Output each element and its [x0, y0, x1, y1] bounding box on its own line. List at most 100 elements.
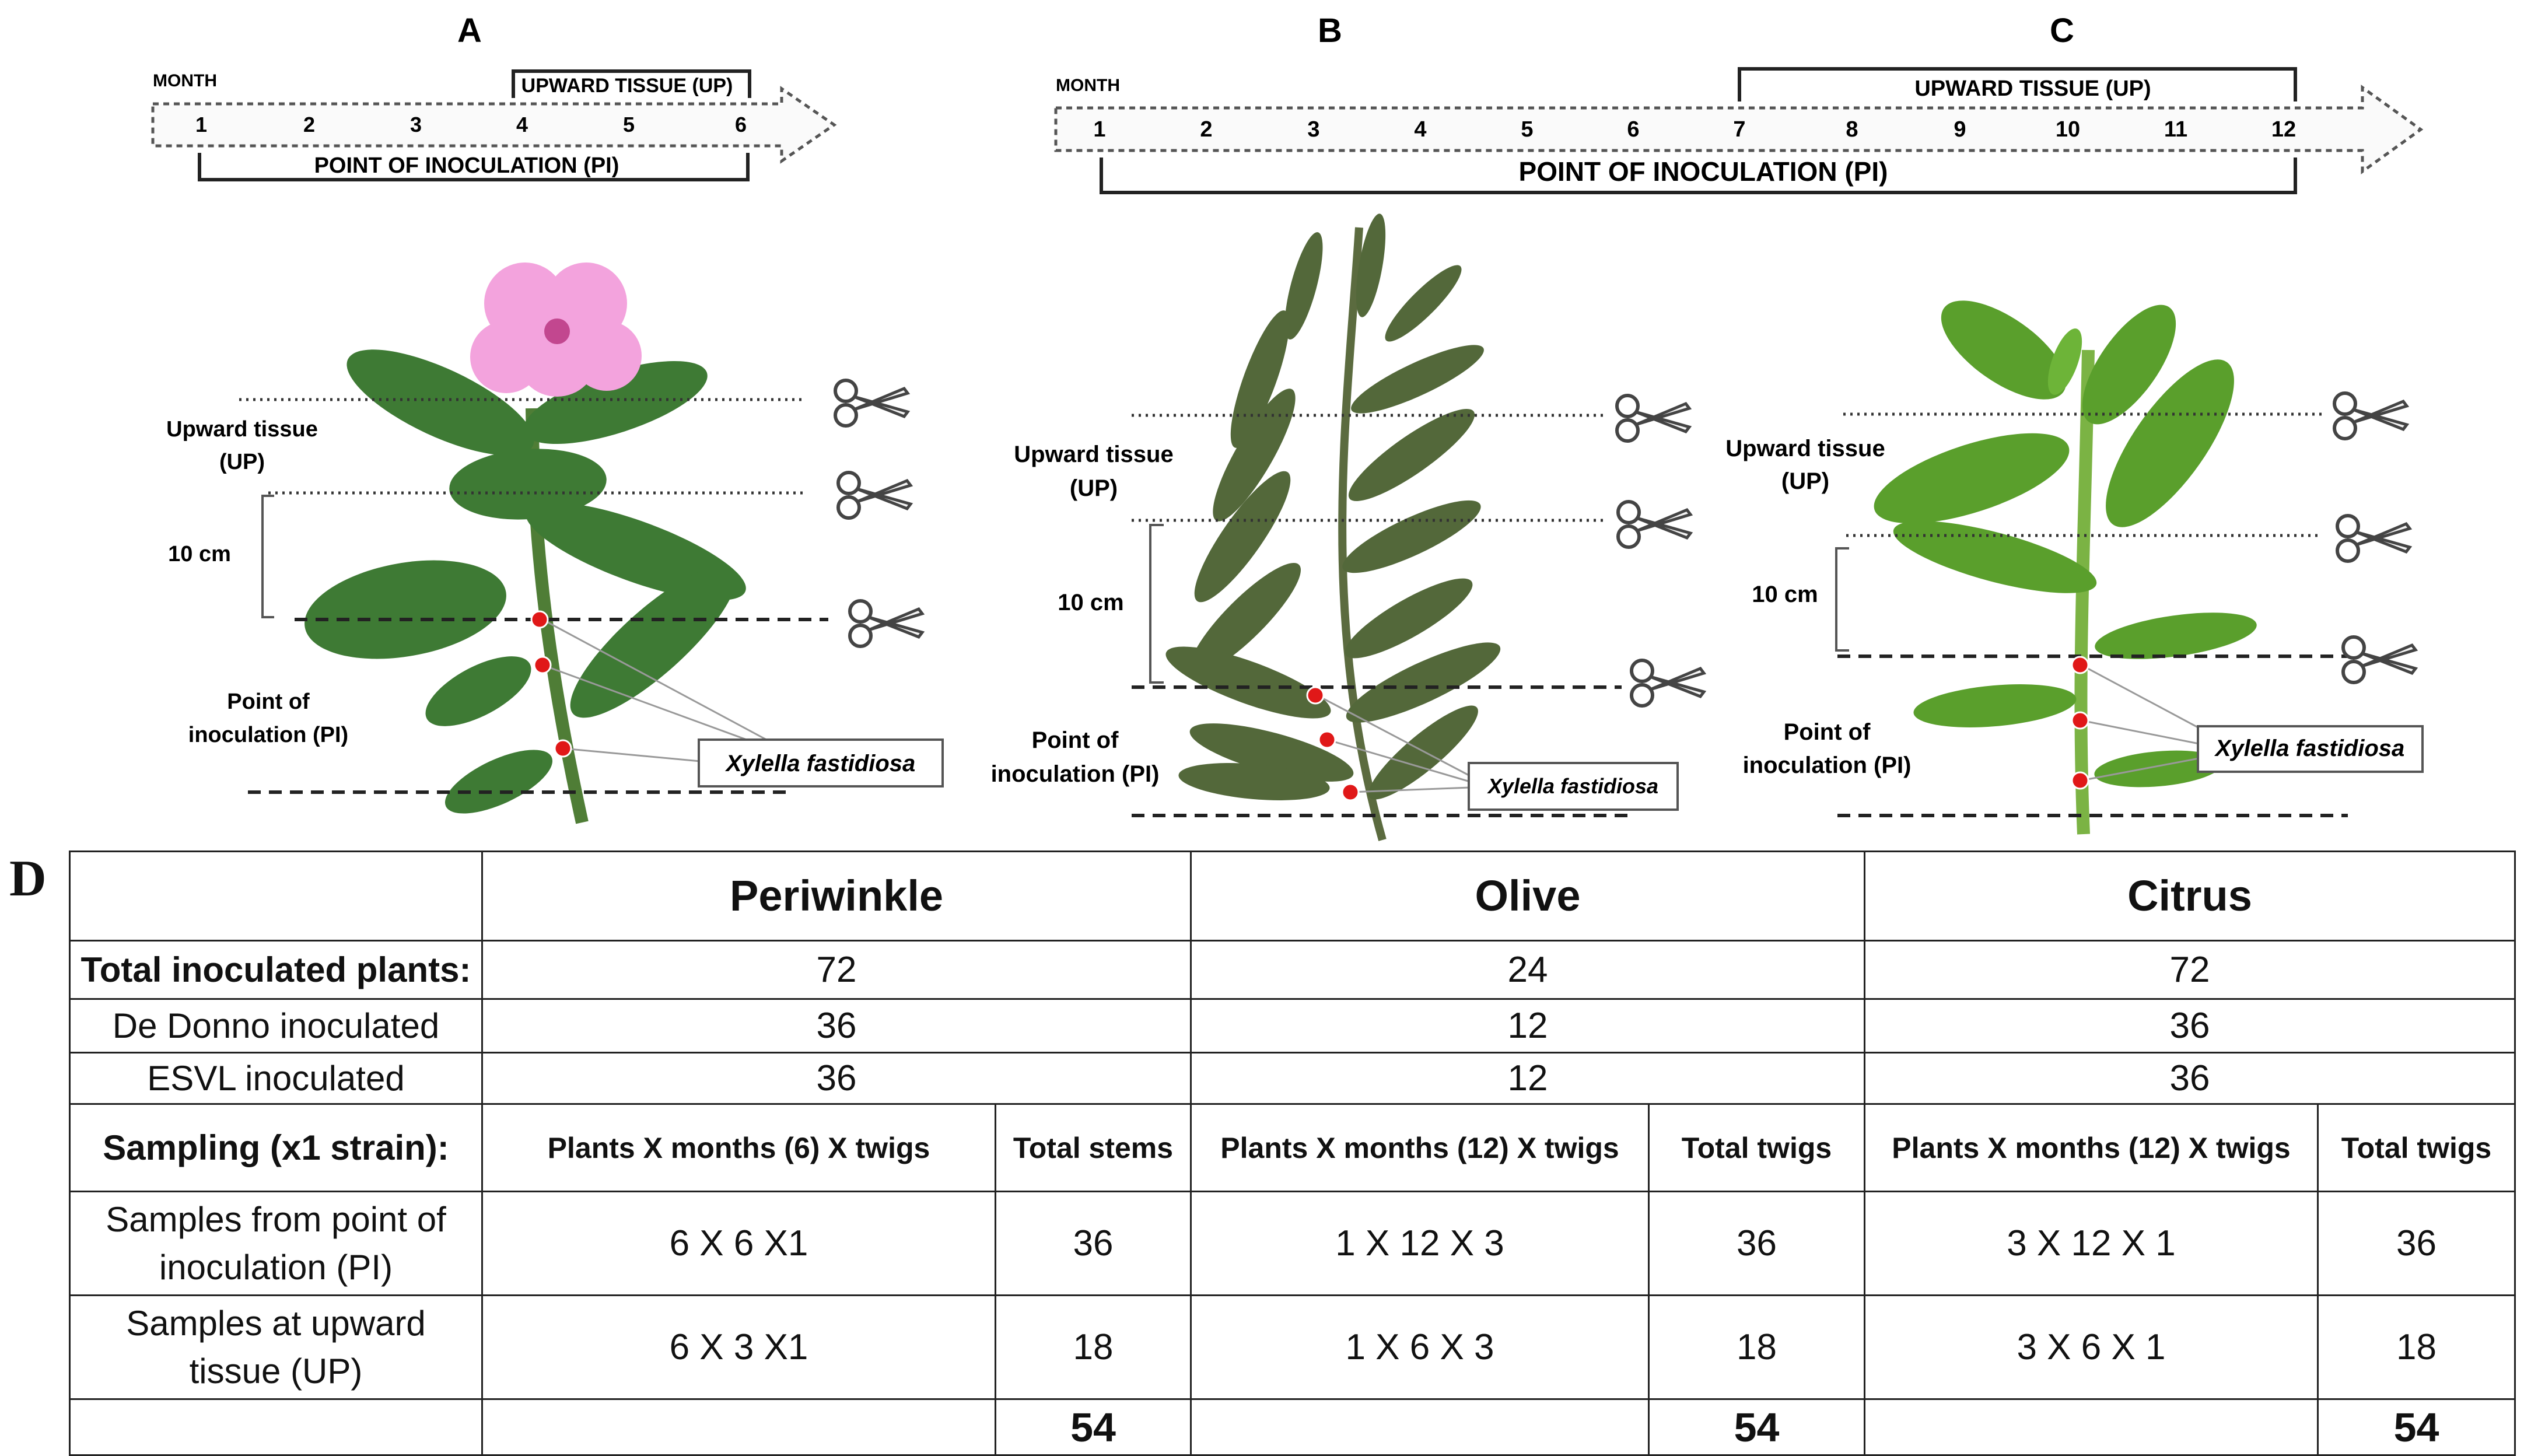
upward-tissue-label-c: Upward tissue: [1725, 436, 1885, 461]
panel-a-letter: A: [457, 12, 482, 50]
table-row: Samples from point of inoculation (PI) 6…: [69, 1191, 2516, 1296]
pi-label-a: POINT OF INOCULATION (PI): [314, 153, 619, 178]
inoculation-point: [1306, 686, 1325, 705]
month-b-11: 11: [2164, 117, 2187, 142]
row-label-total: Total inoculated plants:: [69, 940, 483, 1000]
month-a-6: 6: [735, 113, 747, 136]
timeline-arrow-a: [151, 86, 837, 164]
pi-label-b: POINT OF INOCULATION (PI): [1519, 156, 1888, 187]
scissors-icon: [835, 380, 908, 426]
total-periwinkle: 54: [995, 1398, 1192, 1456]
month-a-3: 3: [410, 113, 422, 136]
distance-label-b: 10 cm: [1058, 590, 1123, 615]
month-a-1: 1: [195, 113, 207, 136]
cell-esvl-citrus: 36: [1864, 1052, 2516, 1105]
scissors-icon: [838, 473, 911, 518]
empty-cell: [1190, 1398, 1650, 1456]
col-olive-formula: Plants X months (12) X twigs: [1190, 1103, 1650, 1192]
panel-bc-timeline: B C MONTH 1 2 3 4 5 6 7 8 9 10 11 12 UPW…: [1054, 12, 2424, 194]
inoculation-point: [554, 739, 572, 758]
month-b-12: 12: [2271, 117, 2296, 142]
panel-d-letter: D: [9, 850, 47, 907]
inoculation-point: [2071, 656, 2089, 674]
cell-dedonno-citrus: 36: [1864, 998, 2516, 1054]
table-row: ESVL inoculated 36 12 36: [69, 1052, 2516, 1105]
table-header-row: Periwinkle Olive Citrus: [69, 850, 2516, 942]
row-label-sampling: Sampling (x1 strain):: [69, 1103, 483, 1192]
scissors-icon: [850, 601, 922, 646]
scissors-icon: [2343, 637, 2416, 682]
inoculation-point: [1318, 730, 1336, 749]
upward-tissue-label-b: Upward tissue: [1014, 442, 1173, 467]
cell-dedonno-periwinkle: 36: [481, 998, 1192, 1054]
panel-b: Upward tissue (UP) 10 cm Point of inocul…: [991, 214, 1704, 841]
month-b-7: 7: [1733, 117, 1745, 142]
panel-c-letter: C: [2050, 12, 2074, 50]
inoculation-point: [530, 610, 549, 629]
up-bracket-a: [512, 69, 751, 98]
total-citrus: 54: [2317, 1398, 2516, 1456]
inoculation-point: [1341, 783, 1360, 802]
month-b-4: 4: [1414, 117, 1426, 142]
col-periwinkle-total: Total stems: [995, 1103, 1192, 1192]
cell-up-olive-formula: 1 X 6 X 3: [1190, 1294, 1650, 1400]
month-a-2: 2: [303, 113, 315, 136]
col-citrus-formula: Plants X months (12) X twigs: [1864, 1103, 2319, 1192]
row-label-up: Samples at upward tissue (UP): [69, 1294, 483, 1400]
empty-cell: [69, 850, 483, 942]
month-b-9: 9: [1954, 117, 1966, 142]
pi-text-c-2: inoculation (PI): [1743, 752, 1912, 778]
cell-pi-periwinkle-total: 36: [995, 1191, 1192, 1296]
col-olive-total: Total twigs: [1648, 1103, 1865, 1192]
inoculation-point: [2071, 771, 2089, 790]
table-row: De Donno inoculated 36 12 36: [69, 998, 2516, 1054]
scissors-icon: [1632, 660, 1704, 706]
month-ticks-b: 1 2 3 4 5 6 7 8 9 10 11 12: [1093, 117, 2296, 142]
upward-tissue-abbr-a: (UP): [219, 450, 265, 474]
cell-up-citrus-formula: 3 X 6 X 1: [1864, 1294, 2319, 1400]
header-periwinkle: Periwinkle: [481, 850, 1192, 942]
table-row: Total inoculated plants: 72 24 72: [69, 940, 2516, 1000]
panel-b-letter: B: [1318, 12, 1342, 50]
timeline-arrow-b: [1054, 85, 2424, 174]
cell-up-periwinkle-formula: 6 X 3 X1: [481, 1294, 996, 1400]
month-b-8: 8: [1846, 117, 1858, 142]
cell-pi-periwinkle-formula: 6 X 6 X1: [481, 1191, 996, 1296]
empty-cell: [481, 1398, 996, 1456]
month-a-5: 5: [623, 113, 635, 136]
xylella-label-a: Xylella fastidiosa: [725, 751, 916, 776]
cell-esvl-olive: 12: [1190, 1052, 1865, 1105]
row-label-esvl: ESVL inoculated: [69, 1052, 483, 1105]
cell-up-periwinkle-total: 18: [995, 1294, 1192, 1400]
cell-total-periwinkle: 72: [481, 940, 1192, 1000]
cell-pi-olive-total: 36: [1648, 1191, 1865, 1296]
table-row: Sampling (x1 strain): Plants X months (6…: [69, 1103, 2516, 1192]
citrus-plant: [1874, 300, 2257, 835]
xylella-box-a: [698, 738, 944, 788]
upward-tissue-label-a: Upward tissue: [166, 417, 318, 442]
scissors-icon: [1617, 396, 1689, 441]
header-olive: Olive: [1190, 850, 1865, 942]
month-b-3: 3: [1307, 117, 1319, 142]
xylella-box-c: [2197, 725, 2424, 773]
xylella-label-b: Xylella fastidiosa: [1487, 774, 1658, 798]
month-label-a: MONTH: [153, 71, 217, 90]
month-b-2: 2: [1200, 117, 1212, 142]
sampling-table: Periwinkle Olive Citrus Total inoculated…: [69, 850, 2516, 1456]
up-bracket-b: [1738, 67, 2297, 102]
olive-plant: [1165, 214, 1501, 841]
pi-text-c-1: Point of: [1784, 719, 1871, 745]
cell-total-citrus: 72: [1864, 940, 2516, 1000]
up-label-a: UPWARD TISSUE (UP): [521, 75, 733, 97]
pi-bracket-b: [1100, 158, 2297, 194]
scissors-icon: [2337, 516, 2410, 561]
col-periwinkle-formula: Plants X months (6) X twigs: [481, 1103, 996, 1192]
panel-a: A MONTH 1 2 3 4 5 6 UPWARD TISSUE (UP) P…: [151, 12, 944, 824]
empty-cell: [69, 1398, 483, 1456]
table-row: Samples at upward tissue (UP) 6 X 3 X1 1…: [69, 1294, 2516, 1400]
cell-pi-citrus-formula: 3 X 12 X 1: [1864, 1191, 2319, 1296]
upward-tissue-abbr-b: (UP): [1070, 475, 1118, 501]
upward-tissue-abbr-c: (UP): [1781, 468, 1829, 494]
col-citrus-total: Total twigs: [2317, 1103, 2516, 1192]
pi-text-a-1: Point of: [227, 690, 310, 714]
